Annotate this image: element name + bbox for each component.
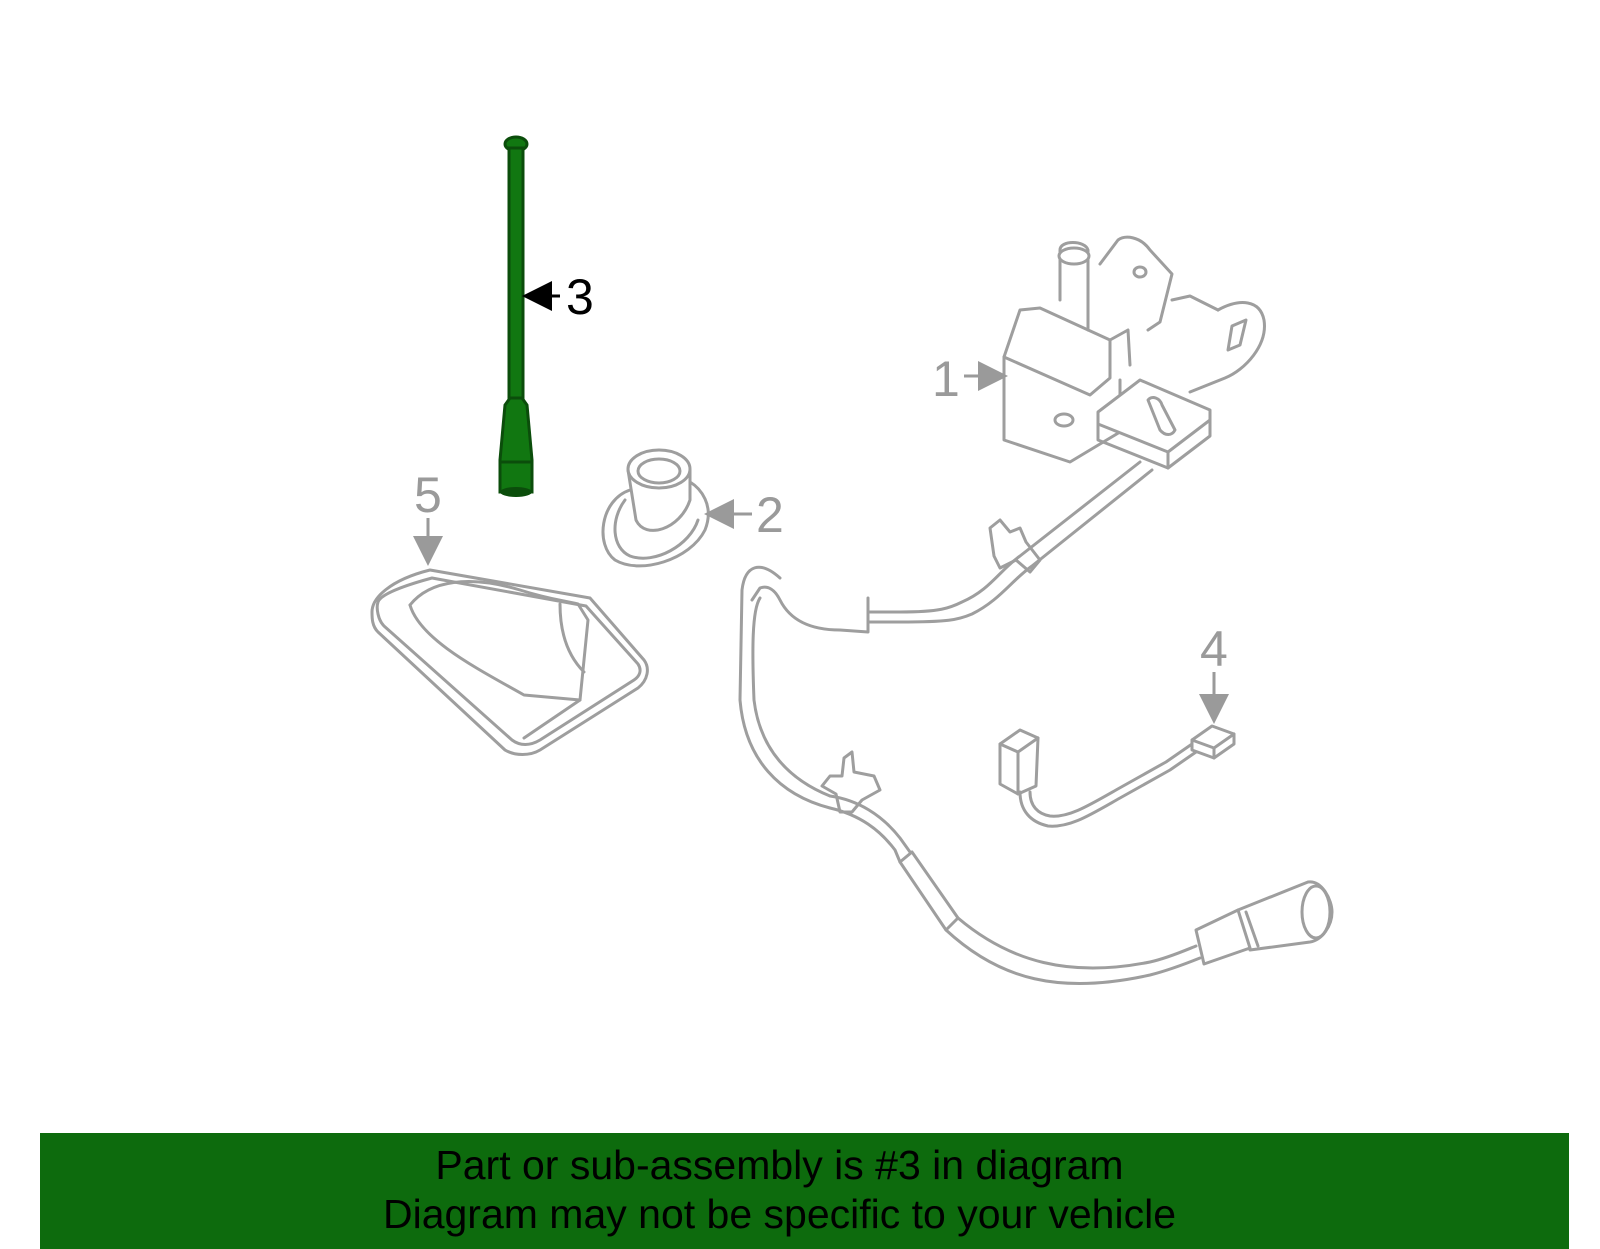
callout-2-label: 2 (756, 487, 784, 543)
banner-background (40, 1133, 1569, 1249)
antenna-mast-part[interactable] (498, 135, 534, 497)
callout-3-label: 3 (566, 269, 594, 325)
callout-3[interactable]: 3 (522, 269, 594, 325)
callout-2: 2 (704, 487, 784, 543)
info-banner: Part or sub-assembly is #3 in diagram Di… (40, 1133, 1569, 1249)
callout-1-label: 1 (932, 351, 960, 407)
callout-5-label: 5 (414, 467, 442, 523)
antenna-cover-part (370, 568, 649, 756)
callout-5: 5 (413, 467, 443, 566)
callout-4-label: 4 (1200, 621, 1228, 677)
antenna-gasket-part (601, 448, 710, 568)
antenna-cable-part (738, 235, 1334, 985)
callout-1: 1 (932, 351, 1008, 407)
banner-line-2: Diagram may not be specific to your vehi… (382, 1191, 1176, 1237)
jumper-cable-part (998, 724, 1236, 828)
callout-4: 4 (1199, 621, 1229, 724)
banner-line-1: Part or sub-assembly is #3 in diagram (435, 1142, 1124, 1188)
